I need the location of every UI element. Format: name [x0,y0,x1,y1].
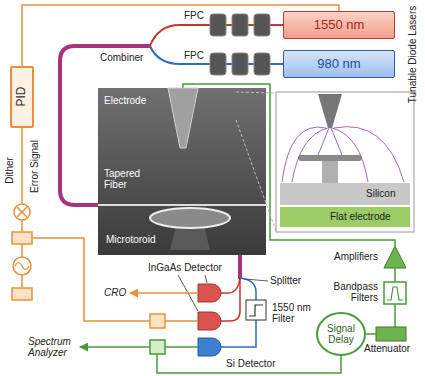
laser-box: 980 nm [283,50,395,78]
fpc-paddle [210,14,226,36]
driver-box [12,288,32,300]
part-label: FPC [184,10,204,21]
node-text: Signal Delay [321,323,361,345]
bandpass-symbol [387,287,403,300]
part-label: 1550 nm Filter [272,302,314,324]
field-line [332,128,368,182]
layer-label: Flat electrode [330,211,391,222]
signal-wire [165,346,198,348]
circle-outline [317,313,365,355]
signal-name: Dither [3,157,14,184]
error-wire [21,128,23,204]
controller-box: PID [10,66,34,128]
node-text: PID [15,87,28,107]
field-line [318,128,329,155]
inset-frame [276,92,414,232]
delay-circle: Signal Delay [316,312,366,356]
part-label: Combiner [100,52,143,63]
part-label: Bandpass Filters [328,281,378,303]
node-text: 1550 nm [314,18,365,32]
photo-label: Electrode [104,95,146,106]
cro-arrow [130,292,197,294]
zoom-line [236,92,276,93]
part-label: InGaAs Detector [148,262,222,273]
amplifier-symbol [384,246,406,268]
fpc-paddle [232,14,248,36]
layer-label: Silicon [366,188,395,199]
flat-electrode-layer [280,207,410,227]
part-label: FPC [184,50,204,61]
lockin-box [12,232,32,244]
node-text: 980 nm [317,57,360,71]
instrument-label: Spectrum Analyzer [28,336,74,358]
signal-wire [157,340,341,373]
fpc-paddle [232,53,248,75]
electronics-box [150,314,165,328]
part-label: Si Detector [226,358,275,369]
zoom-line [236,120,276,231]
fiber-branch [221,278,240,293]
control-wire [21,244,23,257]
signal-wire [165,320,198,322]
attenuator-box [376,327,406,341]
part-label: Amplifiers [334,251,378,262]
bandpass-box [384,282,406,304]
fpc-paddle [210,53,226,75]
electrode-tip [168,88,198,148]
instrument-label: CRO [104,287,126,298]
signal-wire [394,304,396,327]
leader-line [245,279,268,281]
field-line [331,128,342,155]
sem-photo [98,88,266,255]
silicon-layer [280,183,410,205]
fiber-branch [221,278,240,321]
field-line [334,127,404,182]
mixer-symbol [14,204,30,220]
combined-fiber [238,255,242,279]
electronics-box [150,340,165,354]
signal-name: Error Signal [28,140,39,193]
inset-electrode [318,94,342,128]
signal-wire [394,268,396,282]
control-wire [21,275,23,288]
control-wire [32,238,150,321]
laser-box: 1550 nm [283,11,395,39]
ingaas-detector [198,284,221,302]
si-detector [198,338,221,356]
tapered-fiber [98,204,266,206]
photo-label: Microtoroid [106,234,155,245]
mixer-cross [17,207,27,217]
filter-symbol [249,305,263,316]
inset-pillar [322,161,338,183]
control-wire [21,220,23,232]
field-line [292,128,328,182]
leader-line [205,275,207,283]
silicon-pillar [170,226,210,250]
ingaas-detector [198,312,221,330]
fpc-paddle [254,53,270,75]
inset-disk [298,155,362,161]
group-label: Tunable Diode Lasers [407,5,418,102]
oscillator-symbol [13,257,31,275]
part-label: Splitter [270,275,301,286]
fpc-paddle [254,14,270,36]
microtoroid-shape [150,208,230,228]
field-line [282,127,326,182]
part-label: Attenuator [364,343,410,354]
spectrum-arrow [80,346,150,348]
sine-symbol [15,263,29,270]
photo-label: Tapered Fiber [104,168,148,190]
filter-box [246,300,266,320]
